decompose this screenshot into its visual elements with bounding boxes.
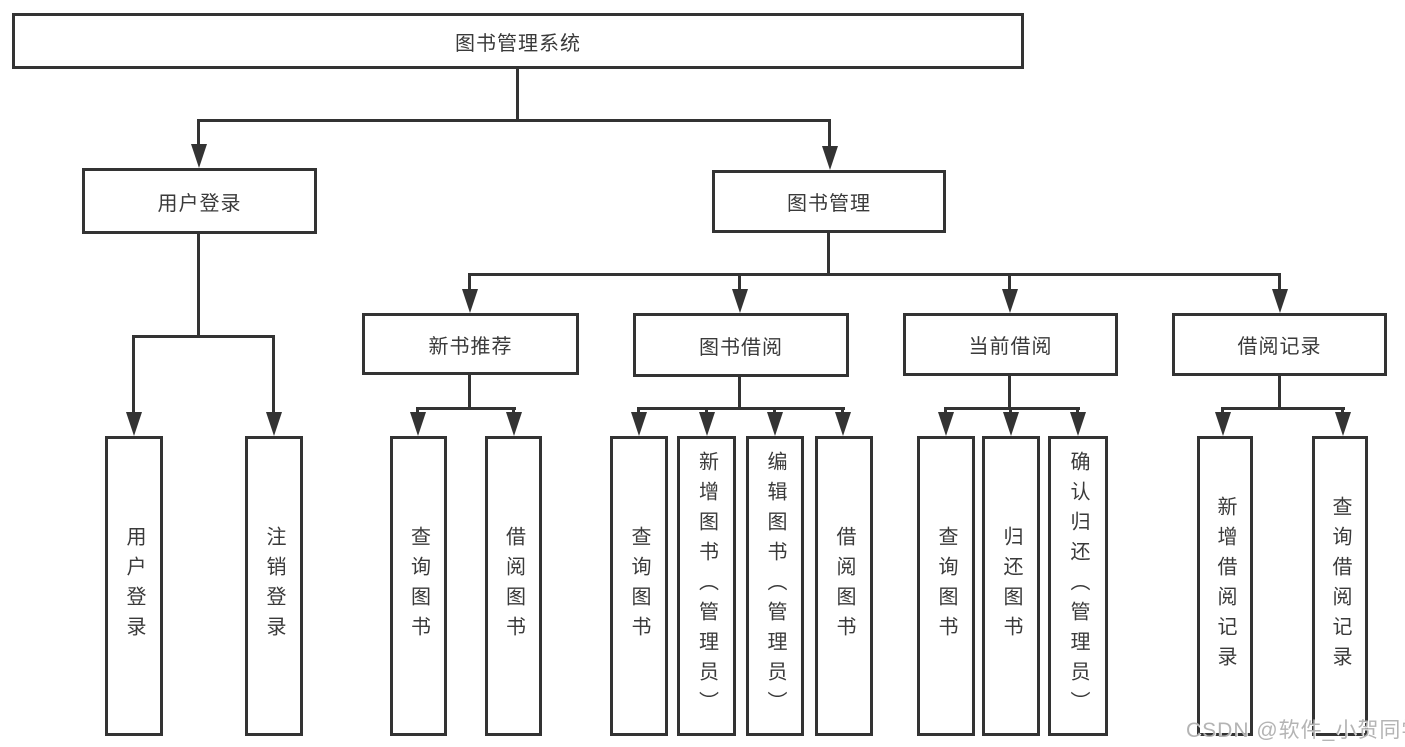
arrow-down-icon (732, 289, 748, 313)
connector-current-bar (944, 407, 1080, 410)
connector-l2-bar (468, 273, 1281, 276)
leaf-borrow-books-2: 借阅图书 (815, 436, 873, 736)
leaf-query-books-1-label: 查询图书 (407, 526, 430, 646)
leaf-borrow-books-1: 借阅图书 (485, 436, 542, 736)
leaf-logout: 注销登录 (245, 436, 303, 736)
arrow-down-icon (1002, 289, 1018, 313)
leaf-confirm-return-admin-label: 确认归还（管理员） (1067, 451, 1089, 721)
node-book-borrow-label: 图书借阅 (699, 336, 783, 359)
arrow-down-icon (938, 412, 954, 436)
leaf-query-books-1: 查询图书 (390, 436, 447, 736)
leaf-query-books-2-label: 查询图书 (628, 526, 650, 646)
connector-l1-bar (197, 119, 831, 122)
node-new-book-recommend: 新书推荐 (362, 313, 579, 375)
node-current-borrow-label: 当前借阅 (968, 336, 1053, 358)
connector-userlogin-drop2 (272, 335, 275, 415)
connector-newrec-drop1 (416, 407, 419, 416)
node-root: 图书管理系统 (12, 13, 1024, 69)
arrow-down-icon (126, 412, 142, 436)
leaf-query-books-3-label: 查询图书 (935, 526, 957, 646)
arrow-down-icon (1335, 412, 1351, 436)
node-new-book-recommend-label: 新书推荐 (428, 335, 513, 358)
connector-records-stem (1278, 376, 1281, 407)
connector-userlogin-drop1 (132, 335, 135, 415)
leaf-edit-books-admin: 编辑图书（管理员） (746, 436, 804, 736)
connector-borrow-bar (637, 407, 845, 410)
arrow-down-icon (767, 412, 783, 436)
connector-current-drop1 (944, 407, 947, 416)
leaf-return-books: 归还图书 (982, 436, 1040, 736)
arrow-down-icon (1215, 412, 1231, 436)
node-book-management-label: 图书管理 (787, 193, 871, 215)
connector-userlogin-bar (132, 335, 275, 338)
connector-l1-stem-left (197, 119, 200, 148)
arrow-down-icon (835, 412, 851, 436)
arrow-down-icon (1070, 412, 1086, 436)
arrow-down-icon (699, 412, 715, 436)
connector-l2-drop4 (1278, 273, 1281, 293)
connector-l1-stem-right (828, 119, 831, 148)
leaf-query-books-2: 查询图书 (610, 436, 668, 736)
connector-records-drop2 (1341, 407, 1344, 416)
node-book-borrow: 图书借阅 (633, 313, 849, 377)
leaf-add-borrow-record-label: 新增借阅记录 (1214, 496, 1236, 676)
node-borrow-records-label: 借阅记录 (1237, 336, 1322, 358)
node-user-login-label: 用户登录 (157, 192, 242, 215)
arrow-down-icon (1003, 412, 1019, 436)
connector-records-bar (1221, 407, 1345, 410)
node-book-management: 图书管理 (712, 170, 946, 233)
node-user-login: 用户登录 (82, 168, 317, 234)
connector-borrow-drop2 (705, 407, 708, 416)
connector-l2-drop1 (468, 273, 471, 293)
connector-current-drop3 (1076, 407, 1079, 416)
leaf-query-books-3: 查询图书 (917, 436, 975, 736)
arrow-down-icon (410, 412, 426, 436)
arrow-down-icon (266, 412, 282, 436)
arrow-down-icon (506, 412, 522, 436)
leaf-return-books-label: 归还图书 (1000, 526, 1022, 646)
connector-newrec-stem (468, 375, 471, 407)
arrow-down-icon (1272, 289, 1288, 313)
leaf-borrow-books-2-label: 借阅图书 (833, 526, 855, 646)
arrow-down-icon (191, 144, 207, 168)
connector-bookmgmt-stem (827, 233, 830, 273)
node-current-borrow: 当前借阅 (903, 313, 1118, 376)
node-borrow-records: 借阅记录 (1172, 313, 1387, 376)
connector-newrec-drop2 (512, 407, 515, 416)
leaf-add-books-admin: 新增图书（管理员） (677, 436, 736, 736)
connector-borrow-drop4 (841, 407, 844, 416)
leaf-user-login-label: 用户登录 (123, 526, 145, 646)
connector-current-stem (1008, 376, 1011, 407)
node-root-label: 图书管理系统 (455, 32, 581, 55)
connector-root-stem (516, 69, 519, 119)
leaf-confirm-return-admin: 确认归还（管理员） (1048, 436, 1108, 736)
connector-current-drop2 (1009, 407, 1012, 416)
connector-newrec-bar (416, 407, 516, 410)
arrow-down-icon (631, 412, 647, 436)
connector-records-drop1 (1221, 407, 1224, 416)
leaf-add-borrow-record: 新增借阅记录 (1197, 436, 1253, 736)
leaf-edit-books-admin-label: 编辑图书（管理员） (764, 451, 786, 721)
leaf-query-borrow-record: 查询借阅记录 (1312, 436, 1368, 736)
csdn-watermark: CSDN @软件_小贺同学 (1186, 719, 1405, 742)
connector-l2-drop3 (1008, 273, 1011, 293)
leaf-add-books-admin-label: 新增图书（管理员） (695, 451, 718, 721)
connector-borrow-drop3 (773, 407, 776, 416)
leaf-user-login: 用户登录 (105, 436, 163, 736)
leaf-logout-label: 注销登录 (263, 526, 285, 646)
connector-borrow-stem (738, 377, 741, 407)
connector-borrow-drop1 (637, 407, 640, 416)
connector-userlogin-stem (197, 234, 200, 335)
connector-l2-drop2 (738, 273, 741, 293)
arrow-down-icon (822, 146, 838, 170)
leaf-query-borrow-record-label: 查询借阅记录 (1329, 496, 1351, 676)
leaf-borrow-books-1-label: 借阅图书 (502, 526, 525, 646)
arrow-down-icon (462, 289, 478, 313)
